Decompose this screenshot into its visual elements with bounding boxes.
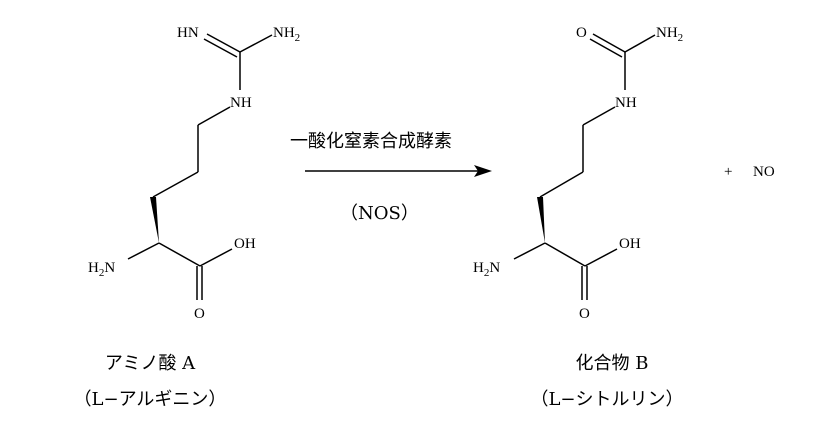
atom-label-oh: OH — [234, 236, 256, 252]
bond — [127, 242, 160, 260]
bond — [624, 34, 656, 53]
arrowhead-icon — [474, 165, 492, 177]
bond — [206, 33, 241, 53]
reaction-arrow — [305, 165, 492, 177]
bond — [544, 242, 586, 267]
atom-label-nh: NH — [615, 95, 637, 111]
enzyme-abbrev: （NOS） — [340, 203, 419, 224]
wedge-bond — [150, 197, 159, 243]
bond — [589, 38, 623, 58]
atom-label-o-carbonyl: O — [576, 25, 587, 41]
bond — [197, 106, 231, 126]
atom-label-o: O — [194, 306, 205, 322]
reactant-name: アミノ酸 A — [105, 353, 196, 374]
plus-sign: + — [724, 164, 732, 180]
bond — [199, 248, 233, 267]
bond — [203, 38, 238, 58]
bond — [513, 242, 546, 260]
atom-label-nh2: NH2 — [273, 25, 300, 44]
reactant-structure: HN NH2 NH H2N OH O — [88, 25, 300, 322]
atom-label-nh: NH — [230, 95, 252, 111]
product-identity: （L−シトルリン） — [530, 389, 683, 410]
atom-label-hn: HN — [177, 25, 199, 41]
bond — [158, 242, 201, 267]
bond — [239, 34, 273, 53]
bond — [582, 106, 616, 126]
wedge-bond — [537, 197, 545, 243]
atom-label-nh2: NH2 — [656, 25, 683, 44]
enzyme-label: 一酸化窒素合成酵素 — [290, 131, 452, 152]
bond — [584, 248, 618, 267]
byproduct-no: NO — [753, 164, 775, 180]
bond — [592, 33, 626, 53]
reactant-identity: （L−アルギニン） — [74, 389, 227, 410]
atom-label-oh: OH — [619, 236, 641, 252]
bond — [539, 171, 584, 198]
atom-label-h2n: H2N — [88, 260, 115, 279]
atom-label-h2n: H2N — [473, 260, 500, 279]
bond — [152, 171, 199, 198]
product-structure: O NH2 NH H2N OH O — [473, 25, 683, 322]
product-name: 化合物 B — [576, 353, 649, 374]
atom-label-o: O — [579, 306, 590, 322]
